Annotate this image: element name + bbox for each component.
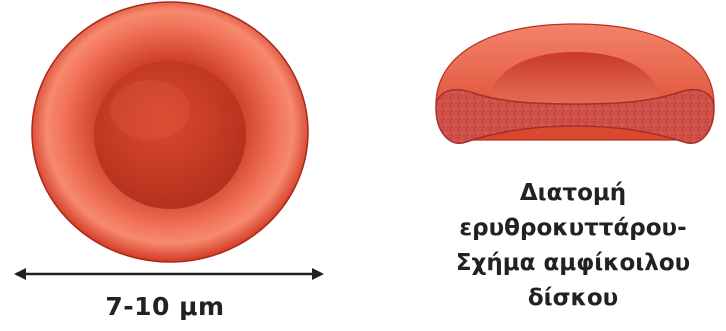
size-label: 7-10 μm: [0, 292, 330, 321]
caption-line: Διατομή: [420, 176, 726, 211]
rbc-cross-section: [436, 24, 714, 143]
cross-section-caption: Διατομή ερυθροκυττάρου- Σχήμα αμφίκοιλου…: [420, 176, 726, 316]
caption-line: Σχήμα αμφίκοιλου: [420, 246, 726, 281]
caption-line: δίσκου: [420, 281, 726, 316]
caption-line: ερυθροκυττάρου-: [420, 211, 726, 246]
rbc-top-view: [32, 2, 308, 262]
